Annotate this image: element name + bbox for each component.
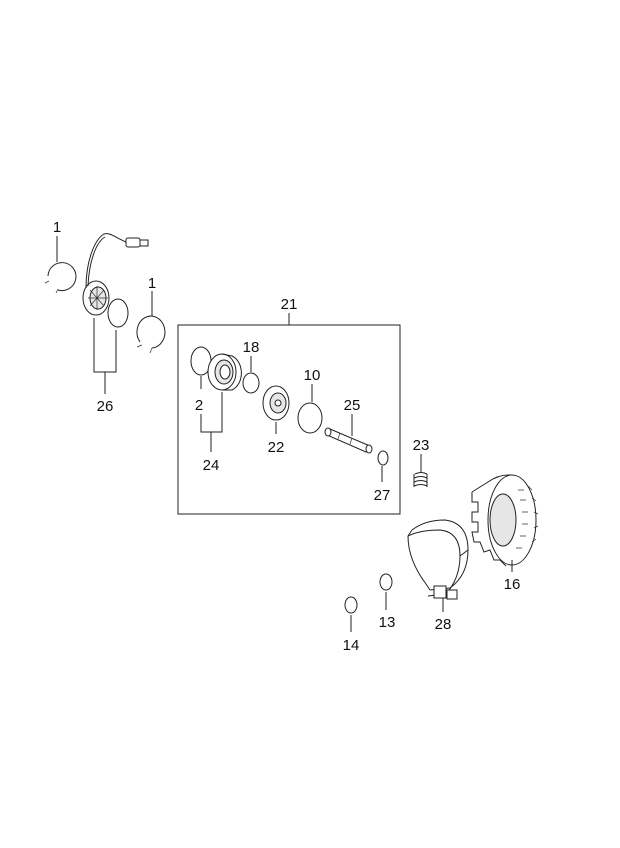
callout-14: 14 [343,637,360,654]
seal-ring-18[interactable] [242,372,260,394]
callout-leaders-21 [200,356,383,482]
callout-13: 13 [379,614,396,631]
callout-22: 22 [268,439,285,456]
spring-23[interactable] [413,472,428,488]
snap-ring-1-right[interactable] [136,315,166,354]
callout-leaders-26 [56,236,153,394]
seal-26[interactable] [107,298,129,328]
callout-18: 18 [243,339,260,356]
callout-1-right: 1 [148,275,156,292]
callout-16: 16 [504,576,521,593]
snap-ring-27[interactable] [377,450,389,466]
callout-2: 2 [195,397,203,414]
snap-ring-13[interactable] [379,573,393,591]
snap-ring-14[interactable] [344,596,358,614]
callout-24: 24 [203,457,220,474]
rod-25[interactable] [324,427,373,454]
callout-27: 27 [374,487,391,504]
sensor-assembly[interactable] [82,233,149,316]
snap-ring-1-left[interactable] [44,262,77,294]
callout-23: 23 [413,437,430,454]
brake-drum-16[interactable] [471,474,539,567]
callout-1-left: 1 [53,219,61,236]
callout-21: 21 [281,296,298,313]
callout-26: 26 [97,398,114,415]
piston-24[interactable] [207,353,242,391]
brake-band-28[interactable] [407,519,469,600]
callout-25: 25 [344,397,361,414]
kit-21-frame [177,324,401,515]
retainer-22[interactable] [262,385,290,421]
callout-28: 28 [435,616,452,633]
seal-ring-10[interactable] [297,402,323,434]
callout-10: 10 [304,367,321,384]
